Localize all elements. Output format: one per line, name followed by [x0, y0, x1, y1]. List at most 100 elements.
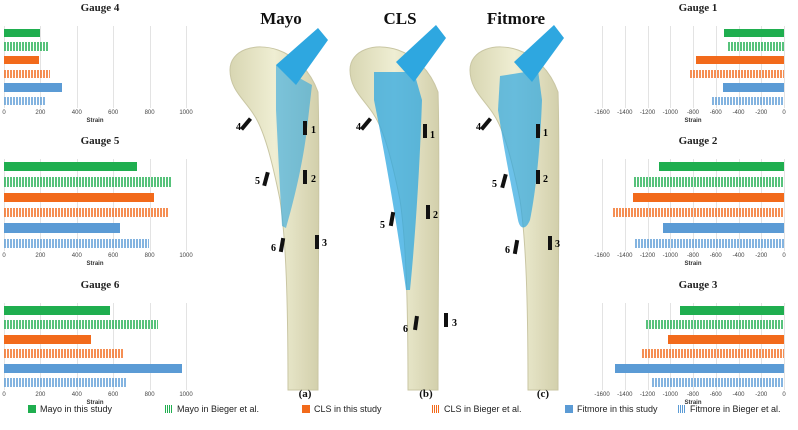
stem-neck-c	[514, 25, 564, 82]
legend-swatch	[678, 405, 686, 413]
x-axis-label: Strain	[86, 118, 104, 124]
bar	[723, 28, 784, 38]
gridline	[693, 26, 694, 108]
x-tick-label: -1600	[594, 110, 610, 116]
bar	[4, 42, 48, 51]
gridline	[761, 159, 763, 251]
gauge-2-chart: Gauge 2-1600-1400-1200-1000-800-600-400-…	[594, 133, 798, 273]
bar	[4, 83, 63, 92]
legend-swatch	[432, 405, 440, 413]
gauge-mark-1a	[303, 121, 307, 135]
bar	[4, 238, 149, 249]
x-tick-label: 0	[782, 392, 786, 398]
legend-swatch	[165, 405, 173, 413]
legend-label: CLS in Bieger et al.	[444, 404, 522, 414]
gauge-label-5c: 5	[492, 179, 497, 190]
gauge-mark-6c	[512, 239, 520, 255]
gridline	[784, 303, 785, 390]
gridline	[149, 303, 151, 390]
legend-item: Mayo in Bieger et al.	[165, 404, 259, 414]
bar	[4, 223, 121, 233]
gridline	[624, 26, 626, 108]
x-tick-label: -800	[686, 110, 700, 116]
gridline	[670, 26, 672, 108]
legend-label: Fitmore in this study	[577, 404, 658, 414]
legend-item: CLS in Bieger et al.	[432, 404, 522, 414]
gridline	[784, 26, 785, 108]
gridline	[186, 303, 187, 390]
femur-c-fitmore: 1 2 3 4 5 6	[469, 25, 564, 391]
bar	[722, 83, 784, 92]
gridline	[715, 303, 717, 390]
bar	[4, 28, 41, 38]
x-tick-label: -1600	[594, 253, 610, 259]
gauge-mark-5c	[500, 173, 508, 189]
x-tick-label: -600	[709, 110, 722, 116]
gauge-label-6a: 6	[271, 243, 276, 254]
gridline	[784, 159, 785, 251]
gridline	[113, 303, 115, 390]
gridline	[4, 26, 5, 108]
gauge-label-1a: 1	[311, 125, 316, 136]
x-tick-label: 1000	[179, 253, 193, 259]
gauge-mark-2c	[536, 170, 540, 184]
x-tick-label: 0	[2, 110, 6, 116]
x-axis-label: Strain	[684, 261, 702, 267]
gauge-label-1b: 1	[430, 130, 435, 141]
gauge-label-6b: 6	[403, 324, 408, 335]
gauge-mark-6a	[278, 237, 286, 253]
legend-label: CLS in this study	[314, 404, 382, 414]
x-tick-label: 0	[782, 110, 786, 116]
bar	[728, 42, 784, 51]
bar	[4, 334, 92, 344]
x-tick-label: 200	[35, 392, 46, 398]
gridline	[670, 159, 672, 251]
bar	[4, 96, 46, 106]
x-tick-label: -600	[709, 253, 722, 259]
gridline	[40, 159, 42, 251]
femur-a-mayo: 1 2 3 4 5 6	[229, 28, 328, 391]
gauge-mark-1b	[423, 124, 427, 138]
gridline	[40, 26, 42, 108]
x-tick-label: 1000	[179, 110, 193, 116]
bar	[634, 238, 784, 249]
bar	[663, 223, 784, 233]
gauge-label-2b: 2	[433, 210, 438, 221]
gauge-mark-1c	[536, 124, 540, 138]
bar	[4, 55, 40, 65]
gauge-label-5b: 5	[380, 220, 385, 231]
gauge-title: Gauge 2	[678, 135, 718, 147]
x-tick-label: -1000	[662, 392, 678, 398]
gauge-title: Gauge 1	[678, 2, 718, 14]
bar	[633, 177, 784, 187]
bar	[4, 349, 124, 359]
x-tick-label: 600	[108, 392, 119, 398]
gridline	[186, 26, 187, 108]
gridline	[738, 303, 740, 390]
x-tick-label: -1000	[662, 110, 678, 116]
gridline	[670, 303, 672, 390]
gridline	[624, 303, 626, 390]
gauge-label-6c: 6	[505, 245, 510, 256]
femur-title-fitmore: Fitmore	[486, 9, 546, 28]
stem-body-a	[276, 65, 312, 228]
gridline	[693, 303, 694, 390]
gauge-label-2a: 2	[311, 174, 316, 185]
gridline	[76, 26, 78, 108]
x-tick-label: 0	[2, 392, 6, 398]
x-tick-label: 400	[71, 392, 82, 398]
bar	[652, 378, 784, 388]
x-tick-label: -1000	[662, 253, 678, 259]
gridline	[647, 26, 649, 108]
bar	[4, 378, 126, 388]
bar	[4, 69, 51, 79]
gridline	[602, 303, 603, 390]
gauge-title: Gauge 4	[80, 2, 120, 14]
x-tick-label: -800	[686, 392, 700, 398]
gauge-label-1c: 1	[543, 128, 548, 139]
gridline	[602, 26, 603, 108]
femur-b-cls: 1 2 3 4 5 6	[349, 25, 457, 391]
